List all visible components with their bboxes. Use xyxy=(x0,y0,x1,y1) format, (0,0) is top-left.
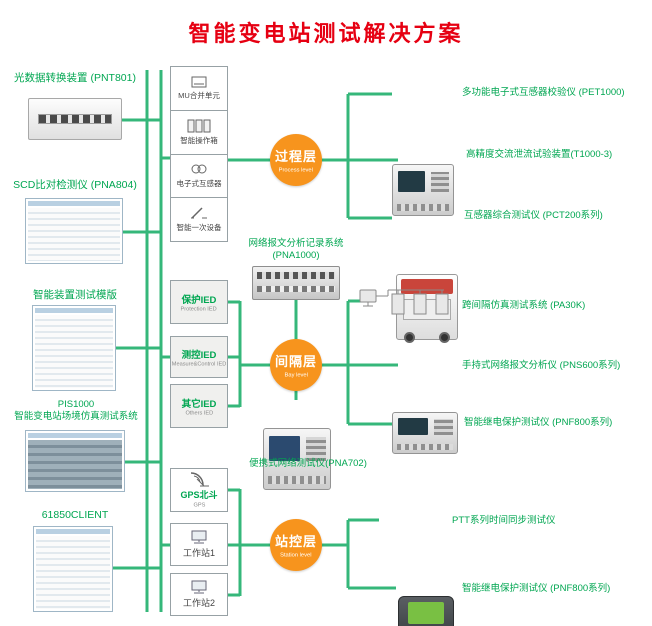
device-keys xyxy=(306,437,327,462)
right-label-pet1000: 多功能电子式互感器校验仪 (PET1000) xyxy=(462,87,625,98)
station-box-subtitle: GPS xyxy=(193,502,205,509)
satellite-dish-icon xyxy=(190,472,209,487)
cell-electronic-transformer: 电子式互感器 xyxy=(171,155,227,199)
ied-subtitle: Measure&Control IED xyxy=(171,361,227,367)
screenshot-pna804 xyxy=(25,198,123,264)
transformer-icon xyxy=(191,164,207,174)
right-label-pnf800-2: 智能继电保护测试仪 (PNF800系列) xyxy=(462,583,611,594)
window-titlebar xyxy=(28,433,122,438)
switch-icon xyxy=(191,207,207,219)
device-screen xyxy=(269,436,300,462)
window-body xyxy=(28,208,120,261)
device-screen xyxy=(398,417,428,435)
device-ports xyxy=(267,475,327,485)
protection-ied-box: 保护IED Protection IED xyxy=(170,280,228,324)
workstation-icon xyxy=(191,530,207,544)
device-ports xyxy=(257,272,335,279)
workstation1-box: 工作站1 xyxy=(170,523,228,566)
process-equipment-group: MU合并单元 智能操作箱 电子式互感器 智能一次设备 xyxy=(170,66,228,242)
layer-name: 过程层 xyxy=(274,149,317,164)
page-title: 智能变电站测试解决方案 xyxy=(188,21,464,46)
layer-name-en: Process level xyxy=(278,166,314,173)
cell-label: MU合并单元 xyxy=(178,90,220,100)
ied-subtitle: Protection IED xyxy=(180,306,218,312)
device-image-pna702 xyxy=(263,428,331,490)
device-screen xyxy=(407,602,445,624)
cell-merging-unit: MU合并单元 xyxy=(171,67,227,111)
pna702-label: 便携式网络测试仪(PNA702) xyxy=(249,458,367,469)
layer-name: 站控层 xyxy=(274,534,317,549)
device-keys xyxy=(431,172,450,192)
pna1000-label: 网络报文分析记录系统 (PNA1000) xyxy=(248,238,344,262)
layer-name-en: Bay level xyxy=(284,371,308,378)
cell-smart-control-box: 智能操作箱 xyxy=(171,111,227,155)
wheel xyxy=(439,332,450,343)
window-titlebar xyxy=(35,308,113,313)
cell-label: 智能一次设备 xyxy=(176,223,222,233)
screenshot-template xyxy=(32,305,116,391)
device-image-pns600 xyxy=(398,596,454,626)
pa30k-mini-diagram xyxy=(359,289,449,315)
other-ied-box: 其它IED Others IED xyxy=(170,384,228,428)
left-label-pna804: SCD比对检测仪 (PNA804) xyxy=(13,179,137,191)
process-layer-badge: 过程层 Process level xyxy=(270,134,322,186)
right-label-pns600: 手持式网络报文分析仪 (PNS600系列) xyxy=(462,360,621,371)
device-image-pnt801 xyxy=(28,98,122,140)
device-image-pet1000 xyxy=(392,164,454,216)
screenshot-pis1000 xyxy=(25,430,125,492)
ied-title: 其它IED xyxy=(181,398,217,410)
station-box-title: 工作站1 xyxy=(182,548,215,558)
right-label-pct200: 互感器综合测试仪 (PCT200系列) xyxy=(464,210,603,221)
left-label-template: 智能装置测试模版 xyxy=(33,289,117,301)
right-label-pa30k: 跨间隔仿真测试系统 (PA30K) xyxy=(462,300,586,311)
workstation2-box: 工作站2 xyxy=(170,573,228,616)
layer-name-en: Station level xyxy=(280,551,312,558)
window-body xyxy=(35,315,113,388)
station-box-title: 工作站2 xyxy=(182,598,215,608)
left-label-pnt801: 光数据转换装置 (PNT801) xyxy=(14,72,136,84)
right-label-t1000: 高精度交流泄流试验装置(T1000-3) xyxy=(466,149,613,160)
left-label-61850client: 61850CLIENT xyxy=(41,509,109,521)
device-image-pna1000 xyxy=(252,266,340,300)
ied-title: 测控IED xyxy=(181,349,217,361)
ied-subtitle: Others IED xyxy=(185,410,213,416)
workstation-icon xyxy=(191,580,207,594)
window-body xyxy=(28,440,122,489)
device-ports xyxy=(257,285,335,292)
wheel xyxy=(404,332,415,343)
device-screen xyxy=(397,171,426,192)
merging-unit-icon xyxy=(191,76,207,88)
device-keys xyxy=(433,418,454,435)
device-ports xyxy=(396,204,450,211)
control-box-icon xyxy=(187,119,211,133)
right-label-pnf800: 智能继电保护测试仪 (PNF800系列) xyxy=(464,417,613,428)
ied-title: 保护IED xyxy=(181,294,217,306)
control-ied-box: 测控IED Measure&Control IED xyxy=(170,336,228,378)
gps-beidou-box: GPS北斗 GPS xyxy=(170,468,228,512)
layer-name: 间隔层 xyxy=(274,354,317,369)
window-titlebar xyxy=(36,529,110,534)
station-layer-badge: 站控层 Station level xyxy=(270,519,322,571)
window-body xyxy=(36,536,110,609)
left-label-pis1000: PIS1000 智能变电站场境仿真测试系统 xyxy=(14,399,138,423)
cell-label: 智能操作箱 xyxy=(180,135,218,145)
cell-primary-equipment: 智能一次设备 xyxy=(171,198,227,241)
right-label-ptt: PTT系列时间同步测试仪 xyxy=(452,515,556,526)
device-ports xyxy=(38,114,112,124)
screenshot-61850client xyxy=(33,526,113,612)
station-box-title: GPS北斗 xyxy=(180,490,218,500)
bay-layer-badge: 间隔层 Bay level xyxy=(270,339,322,391)
cell-label: 电子式互感器 xyxy=(176,179,222,189)
device-ports xyxy=(396,444,454,450)
window-titlebar xyxy=(28,201,120,206)
device-image-pct200 xyxy=(392,412,458,454)
